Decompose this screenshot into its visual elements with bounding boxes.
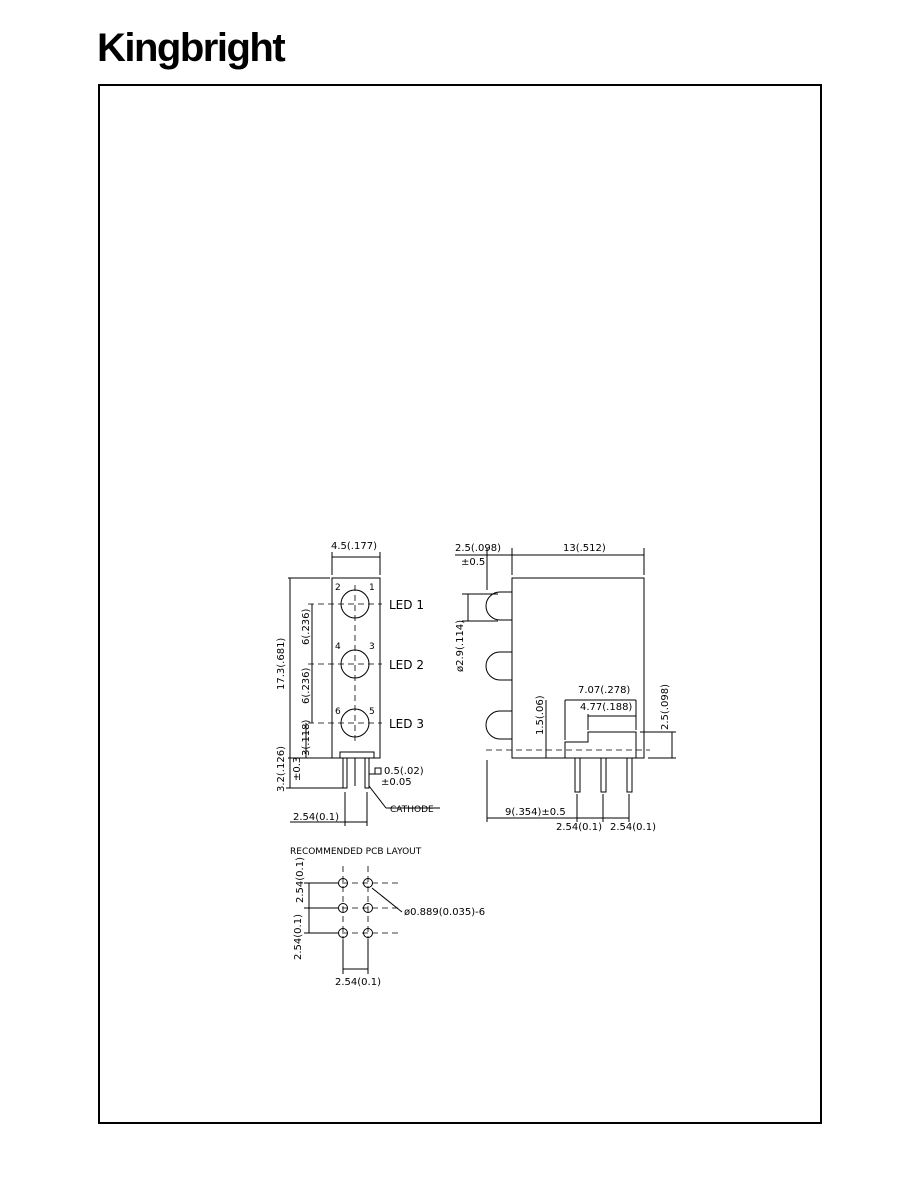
height-dimension-label: 17.3(.681) <box>276 638 287 690</box>
side-lead-3 <box>626 757 633 793</box>
led1-label: LED 1 <box>389 598 424 612</box>
right-dimension-label: 2.5(.098) <box>660 684 671 730</box>
lead-length-label: 3.2(.126) <box>276 746 287 792</box>
pin-size-label: 0.5(.02) <box>384 766 424 777</box>
pcb-vertical-pitch-top-label: 2.54(0.1) <box>295 857 306 903</box>
pcb-hole-leader <box>371 887 403 913</box>
side-pitch-b-label: 2.54(0.1) <box>610 822 656 833</box>
front-base <box>339 751 375 759</box>
pitch1-dimension-label: 6(.236) <box>301 608 312 645</box>
pcb-hole-5 <box>338 928 348 938</box>
pcb-hole-3 <box>338 903 348 913</box>
bottom-tolerance-label: ±0.3 <box>292 757 303 781</box>
led2-lens <box>340 649 370 679</box>
square-pin-symbol <box>374 767 382 775</box>
side-lead-1 <box>574 757 581 793</box>
pcb-hole-6 <box>363 928 373 938</box>
front-view: 4.5(.177) 17.3(.681) 6(.236) 6(.236) 3(.… <box>276 541 440 826</box>
side-lead-2 <box>600 757 607 793</box>
side-view: 2.5(.098) ±0.5 13(.512) ø2.9(.114) 1.5(.… <box>455 543 676 833</box>
front-lead-right <box>364 757 370 789</box>
inner2-dimension-label: 4.77(.188) <box>580 702 632 713</box>
offset-tolerance-label: ±0.5 <box>461 557 485 568</box>
cathode-leader <box>368 785 387 809</box>
side-dome-1 <box>485 591 512 621</box>
dome-dimension-label: ø2.9(.114) <box>455 620 466 672</box>
offset-dimension-label: 2.5(.098) <box>455 543 501 554</box>
led1-lens <box>340 589 370 619</box>
led3-lens <box>340 708 370 738</box>
side-dome-3 <box>485 710 512 740</box>
pcb-layout-title: RECOMMENDED PCB LAYOUT <box>290 847 422 857</box>
pin-3-label: 3 <box>369 642 375 652</box>
lead-offset-label: 9(.354)±0.5 <box>505 807 566 818</box>
lead-pitch-label: 2.54(0.1) <box>293 812 339 823</box>
pcb-hole-4 <box>363 903 373 913</box>
front-lead-left <box>342 757 348 789</box>
pcb-hole-2 <box>363 878 373 888</box>
led2-label: LED 2 <box>389 658 424 672</box>
cathode-label: CATHODE <box>390 805 434 815</box>
width-dimension-label: 4.5(.177) <box>331 541 377 552</box>
pin-2-label: 2 <box>335 583 341 593</box>
side-base-step <box>564 731 637 758</box>
pcb-horizontal-pitch-label: 2.54(0.1) <box>335 977 381 988</box>
pin-1-label: 1 <box>369 583 375 593</box>
drawing-frame <box>98 84 822 1124</box>
side-dome-2 <box>485 651 512 681</box>
step-dimension-label: 1.5(.06) <box>535 695 546 735</box>
pcb-vertical-pitch-bottom-label: 2.54(0.1) <box>293 914 304 960</box>
pcb-layout: RECOMMENDED PCB LAYOUT 2.54(0.1) 2.54(0.… <box>290 847 485 988</box>
front-body-outline <box>331 577 381 759</box>
pin-5-label: 5 <box>369 707 375 717</box>
pin-6-label: 6 <box>335 707 341 717</box>
pitch2-dimension-label: 6(.236) <box>301 667 312 704</box>
inner1-dimension-label: 7.07(.278) <box>578 685 630 696</box>
side-body-outline <box>511 577 645 759</box>
pcb-hole-diameter-label: ø0.889(0.035)-6 <box>404 907 485 918</box>
length-dimension-label: 13(.512) <box>563 543 606 554</box>
pin-4-label: 4 <box>335 642 341 652</box>
kingbright-logo: Kingbright <box>97 26 286 70</box>
pin-tolerance-label: ±0.05 <box>381 777 412 788</box>
bottom-dimension-label: 3(.118) <box>301 719 312 756</box>
side-pitch-a-label: 2.54(0.1) <box>556 822 602 833</box>
pcb-hole-1 <box>338 878 348 888</box>
led3-label: LED 3 <box>389 717 424 731</box>
